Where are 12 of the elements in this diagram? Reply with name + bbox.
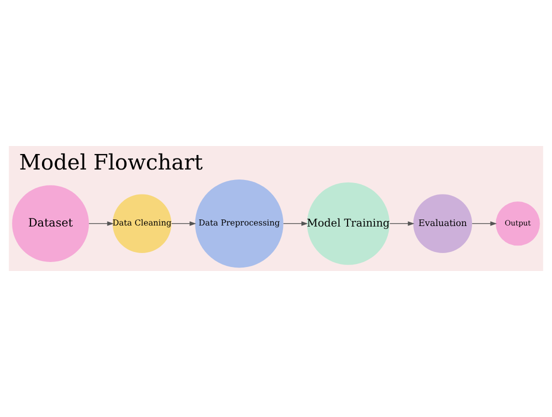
arrow: [389, 221, 414, 226]
arrow: [283, 221, 308, 226]
arrow: [171, 221, 196, 226]
node-circle: Output: [496, 202, 540, 246]
arrow: [472, 221, 497, 226]
diagram-title: Model Flowchart: [19, 150, 203, 176]
arrow: [88, 221, 114, 226]
node-circle: Model Training: [307, 182, 390, 265]
node-circle: Data Preprocessing: [195, 180, 284, 268]
node-circle: Evaluation: [413, 194, 472, 254]
node-circle: Data Cleaning: [112, 194, 172, 254]
node-circle: Dataset: [12, 185, 89, 262]
